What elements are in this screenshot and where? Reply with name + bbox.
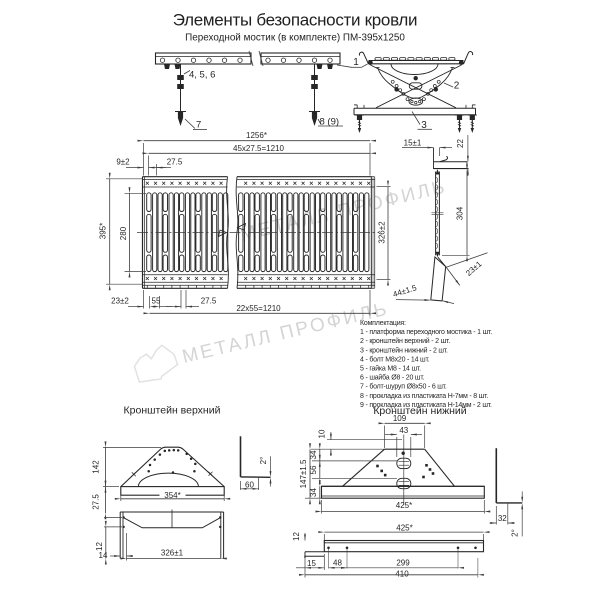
svg-text:299: 299	[396, 558, 410, 567]
svg-text:27.5: 27.5	[167, 158, 183, 167]
svg-text:15±1: 15±1	[404, 138, 422, 147]
svg-text:280: 280	[119, 226, 128, 240]
svg-text:23±1: 23±1	[464, 259, 484, 278]
svg-text:4 - болт М8х20 - 14 шт.: 4 - болт М8х20 - 14 шт.	[360, 355, 430, 363]
svg-text:2°: 2°	[259, 457, 268, 465]
svg-text:15: 15	[307, 559, 316, 568]
svg-text:27.5: 27.5	[201, 296, 217, 305]
svg-text:1 - платформа переходного мост: 1 - платформа переходного мостика - 1 шт…	[360, 329, 492, 336]
svg-text:45x27.5=1210: 45x27.5=1210	[233, 144, 284, 153]
svg-text:55: 55	[152, 296, 161, 305]
svg-text:326±1: 326±1	[161, 548, 184, 557]
svg-text:Кронштейн верхний: Кронштейн верхний	[124, 405, 221, 417]
svg-text:2 - кронштейн верхний - 2 шт.: 2 - кронштейн верхний - 2 шт.	[360, 337, 450, 345]
svg-text:60: 60	[245, 481, 254, 490]
svg-text:56: 56	[309, 465, 318, 474]
svg-text:109: 109	[393, 414, 407, 423]
svg-text:34: 34	[309, 450, 318, 459]
svg-text:2°: 2°	[511, 529, 520, 537]
svg-text:1256*: 1256*	[246, 131, 267, 140]
svg-text:27.5: 27.5	[92, 494, 101, 510]
svg-text:326±2: 326±2	[377, 221, 386, 244]
svg-text:34: 34	[309, 488, 318, 497]
svg-text:6 - шайба Ø8 - 20 шт.: 6 - шайба Ø8 - 20 шт.	[360, 374, 425, 382]
svg-text:9±2: 9±2	[116, 158, 130, 167]
svg-text:354*: 354*	[164, 491, 180, 500]
svg-text:Кронштейн нижний: Кронштейн нижний	[373, 405, 466, 417]
svg-text:425*: 425*	[396, 523, 412, 532]
svg-text:Комплектация:: Комплектация:	[360, 320, 406, 327]
svg-text:147±1.5: 147±1.5	[299, 459, 308, 488]
svg-text:12: 12	[95, 542, 104, 551]
svg-text:10: 10	[317, 429, 326, 438]
svg-text:2: 2	[454, 81, 460, 92]
svg-text:14: 14	[99, 551, 108, 560]
svg-text:48: 48	[333, 558, 342, 567]
svg-text:22x55=1210: 22x55=1210	[236, 304, 281, 313]
svg-text:304: 304	[455, 206, 464, 220]
svg-text:425*: 425*	[396, 501, 412, 510]
svg-text:8 - прокладка из пластиката Н-: 8 - прокладка из пластиката Н-7мм - 8 шт…	[360, 393, 488, 400]
svg-text:7: 7	[196, 120, 201, 131]
svg-text:23±2: 23±2	[111, 296, 129, 305]
svg-text:5 - гайка М8 - 14 шт.: 5 - гайка М8 - 14 шт.	[360, 365, 421, 373]
svg-text:Переходной мостик (в комплекте: Переходной мостик (в комплекте) ПМ-395х1…	[185, 33, 405, 44]
svg-text:Элементы безопасности кровли: Элементы безопасности кровли	[173, 10, 417, 29]
svg-text:4, 5, 6: 4, 5, 6	[189, 70, 215, 81]
svg-text:9 - прокладка из пластиката Н-: 9 - прокладка из пластиката Н-14мм - 2 ш…	[360, 402, 492, 409]
svg-text:22: 22	[456, 139, 465, 148]
svg-text:1: 1	[353, 57, 359, 68]
svg-text:142: 142	[92, 460, 101, 474]
svg-text:3 - кронштейн нижний - 2 шт.: 3 - кронштейн нижний - 2 шт.	[360, 346, 448, 354]
svg-text:395*: 395*	[98, 223, 107, 239]
svg-text:8 (9): 8 (9)	[320, 117, 340, 128]
svg-text:44±1.5: 44±1.5	[392, 283, 419, 299]
svg-text:410: 410	[395, 570, 409, 579]
svg-text:7 - болт-шуруп Ø8х50 - 6 шт.: 7 - болт-шуруп Ø8х50 - 6 шт.	[360, 383, 447, 391]
svg-text:32: 32	[498, 514, 507, 523]
svg-text:3: 3	[421, 120, 427, 131]
svg-text:43: 43	[399, 426, 408, 435]
svg-text:12: 12	[292, 532, 301, 541]
